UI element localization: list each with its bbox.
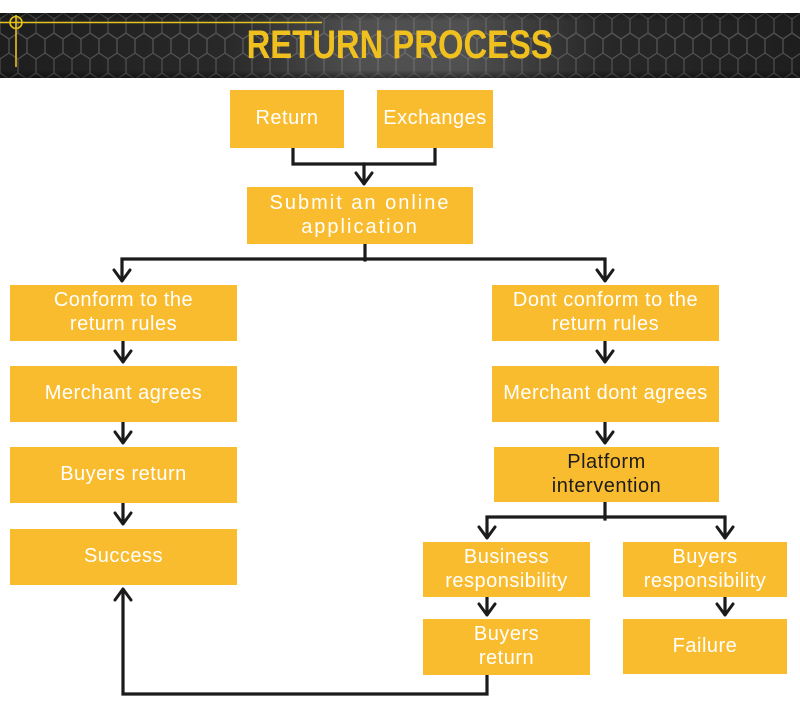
node-label: Success [83,545,164,568]
node-label: Failure [672,634,738,657]
node-label: Exchanges [383,107,487,130]
node-label: Buyers return [473,623,540,669]
node-label: Merchant agrees [44,382,203,405]
node-dont-conform-rules: Dont conform to the return rules [492,285,719,341]
connector-platform-buyers [603,515,735,540]
node-label: Merchant dont agrees [503,382,708,405]
crosshair-ornament-icon [0,15,322,67]
node-success: Success [10,529,237,585]
node-merchant-agrees: Merchant agrees [10,366,237,422]
node-label: Dont conform to the return rules [512,289,699,335]
connector-feedback-to-success [113,587,489,696]
node-exchanges: Exchanges [377,90,493,148]
node-business-responsibility: Business responsibility [423,542,590,597]
node-submit-application: Submit an online application [247,187,473,244]
node-buyers-responsibility: Buyers responsibility [623,542,787,597]
node-buyers-return-left: Buyers return [10,447,237,503]
node-label: Buyers return [60,463,187,486]
node-label: Buyers responsibility [643,545,767,592]
node-failure: Failure [623,619,787,674]
node-return: Return [230,90,344,148]
node-label: Platform intervention [551,450,662,497]
connector-branch-left [112,257,367,283]
node-label: Business responsibility [445,545,568,592]
node-merchant-dont-agrees: Merchant dont agrees [492,366,719,422]
banner-hex-pattern [0,13,800,78]
connector-branch-right [363,257,615,283]
node-label: Submit an online application [269,191,451,238]
node-platform-intervention: Platform intervention [494,447,719,502]
node-label: Return [255,107,319,130]
node-buyers-return-right: Buyers return [423,619,590,675]
connector-platform-business [477,515,607,540]
node-label: Conform to the return rules [53,289,194,335]
node-conform-rules: Conform to the return rules [10,285,237,341]
connector-merge-top [291,146,437,166]
